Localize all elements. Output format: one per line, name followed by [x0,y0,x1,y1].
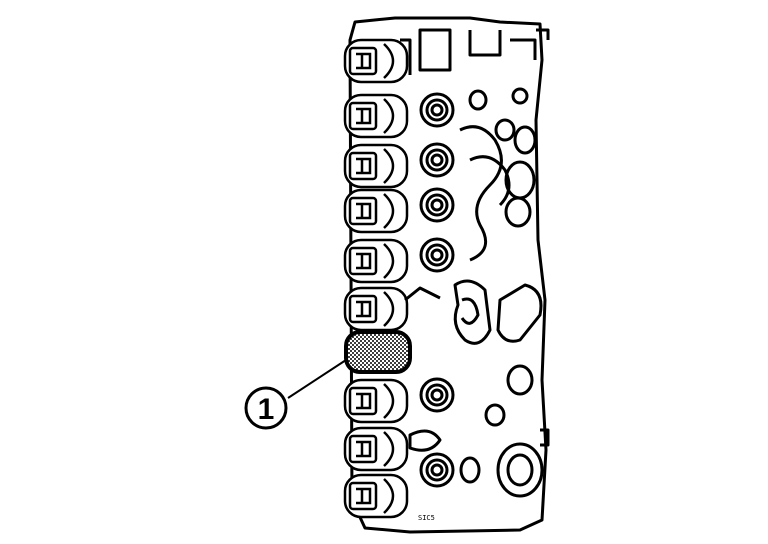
valve-bore [419,377,455,413]
part-code: SIC5 [418,514,435,522]
valve-bore [419,142,455,178]
valve-bore [419,237,455,273]
solenoid-connector [343,238,409,284]
solenoid-connector [343,38,409,84]
callout-number: 1 [258,393,275,426]
valve-bore [419,452,455,488]
solenoid-connector [343,286,409,332]
callout-circle [244,386,288,430]
valve-bore [419,187,455,223]
solenoid-connector [343,93,409,139]
highlighted-solenoid [344,330,412,374]
callout-1: 1 [244,359,347,430]
callout-leader-line [287,359,347,399]
solenoid-connector [343,188,409,234]
solenoid-connector [343,473,409,519]
valve-bores [419,92,455,488]
solenoid-connector [343,143,409,189]
solenoid-connector [343,378,409,424]
solenoid-column [343,38,409,519]
valve-bore [419,92,455,128]
fluid-passages [400,28,550,498]
solenoid-connector [343,426,409,472]
